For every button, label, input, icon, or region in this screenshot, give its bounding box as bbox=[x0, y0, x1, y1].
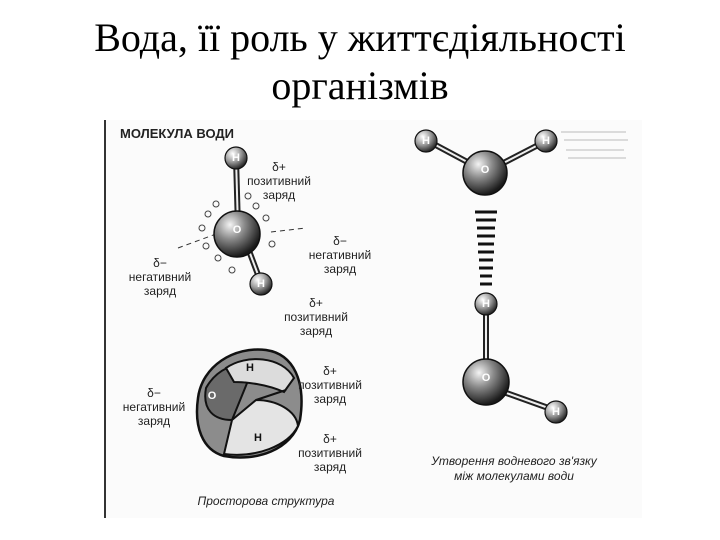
label-line-2: заряд bbox=[137, 414, 171, 428]
label-line-2: заряд bbox=[313, 392, 347, 406]
figure-drawing: O H H H O H bbox=[177, 129, 628, 459]
label-line-1: негативний bbox=[308, 248, 372, 262]
upper-oxygen-symbol: O bbox=[481, 164, 490, 176]
label-delta: δ− bbox=[147, 386, 161, 400]
label-delta: δ− bbox=[333, 234, 347, 248]
hydrogen-symbol-upper: H bbox=[232, 152, 240, 164]
label-line-2: заряд bbox=[262, 188, 296, 202]
label-positive-charge-1: δ+ позитивний заряд bbox=[234, 160, 324, 202]
label-line-1: позитивний bbox=[298, 446, 362, 460]
spatial-structure-model: H O H bbox=[195, 348, 303, 459]
hydrogen-atom-upper bbox=[224, 146, 248, 170]
figure-heading: МОЛЕКУЛА ВОДИ bbox=[120, 126, 234, 141]
label-delta: δ+ bbox=[323, 364, 337, 378]
label-delta: δ+ bbox=[323, 432, 337, 446]
dashed-axis-left bbox=[177, 233, 217, 249]
label-line-1: позитивний bbox=[247, 174, 311, 188]
spatial-hydrogen-lower: H bbox=[254, 432, 262, 444]
slide-title-line-2: організмів bbox=[271, 63, 449, 108]
oxygen-symbol: O bbox=[233, 224, 242, 236]
dashed-axis-right bbox=[270, 227, 307, 233]
water-molecule-figure: O H H H O H bbox=[104, 120, 642, 518]
hydrogen-symbol-lower: H bbox=[257, 278, 265, 290]
hydrogen-atom-lower bbox=[249, 272, 273, 296]
caption-spatial-structure: Просторова структура bbox=[197, 494, 335, 508]
caption-hydrogen-bond-line-2: між молекулами води bbox=[454, 469, 574, 483]
label-line-1: негативний bbox=[128, 270, 192, 284]
faded-background-marks bbox=[561, 131, 628, 159]
label-positive-charge-2: δ+ позитивний заряд bbox=[268, 296, 364, 338]
label-line-1: негативний bbox=[122, 400, 186, 414]
upper-hydrogen-right bbox=[534, 129, 558, 153]
slide-title: Вода, її роль у життєдіяльності організм… bbox=[0, 14, 720, 110]
label-negative-charge-2: δ− негативний заряд bbox=[112, 256, 208, 298]
label-negative-charge-1: δ− негативний заряд bbox=[292, 234, 388, 276]
label-delta: δ+ bbox=[272, 160, 286, 174]
spatial-hydrogen-upper: H bbox=[246, 362, 254, 374]
bonded-hydrogen-symbol: H bbox=[482, 298, 490, 310]
lower-oxygen-atom bbox=[462, 358, 510, 406]
upper-hydrogen-right-symbol: H bbox=[542, 135, 550, 147]
upper-oxygen-atom bbox=[462, 150, 508, 196]
lower-hydrogen-atom bbox=[544, 400, 568, 424]
upper-hydrogen-left-symbol: H bbox=[422, 135, 430, 147]
hydrogen-bond-diagram: O H H H O H bbox=[414, 129, 628, 424]
label-delta: δ+ bbox=[309, 296, 323, 310]
label-line-1: позитивний bbox=[298, 378, 362, 392]
electron-cloud-dots bbox=[198, 192, 276, 274]
hydrogen-bond-dashes bbox=[475, 210, 497, 286]
label-positive-charge-3: δ+ позитивний заряд bbox=[282, 364, 378, 406]
label-positive-charge-4: δ+ позитивний заряд bbox=[282, 432, 378, 474]
label-negative-charge-3: δ− негативний заряд bbox=[106, 386, 202, 428]
spatial-oxygen: O bbox=[208, 390, 217, 402]
caption-hydrogen-bond: Утворення водневого зв'язку між молекула… bbox=[404, 454, 624, 484]
upper-hydrogen-left bbox=[414, 129, 438, 153]
lower-oxygen-symbol: O bbox=[482, 372, 491, 384]
molecule-top-left: O H H bbox=[177, 146, 307, 296]
label-line-1: позитивний bbox=[284, 310, 348, 324]
label-line-2: заряд bbox=[313, 460, 347, 474]
oxygen-atom bbox=[213, 210, 261, 258]
label-delta: δ− bbox=[153, 256, 167, 270]
slide-title-line-1: Вода, її роль у життєдіяльності bbox=[94, 15, 626, 60]
label-line-2: заряд bbox=[143, 284, 177, 298]
bonded-hydrogen-atom bbox=[474, 292, 498, 316]
caption-hydrogen-bond-line-1: Утворення водневого зв'язку bbox=[431, 454, 597, 468]
label-line-2: заряд bbox=[323, 262, 357, 276]
lower-hydrogen-symbol: H bbox=[552, 406, 560, 418]
label-line-2: заряд bbox=[299, 324, 333, 338]
